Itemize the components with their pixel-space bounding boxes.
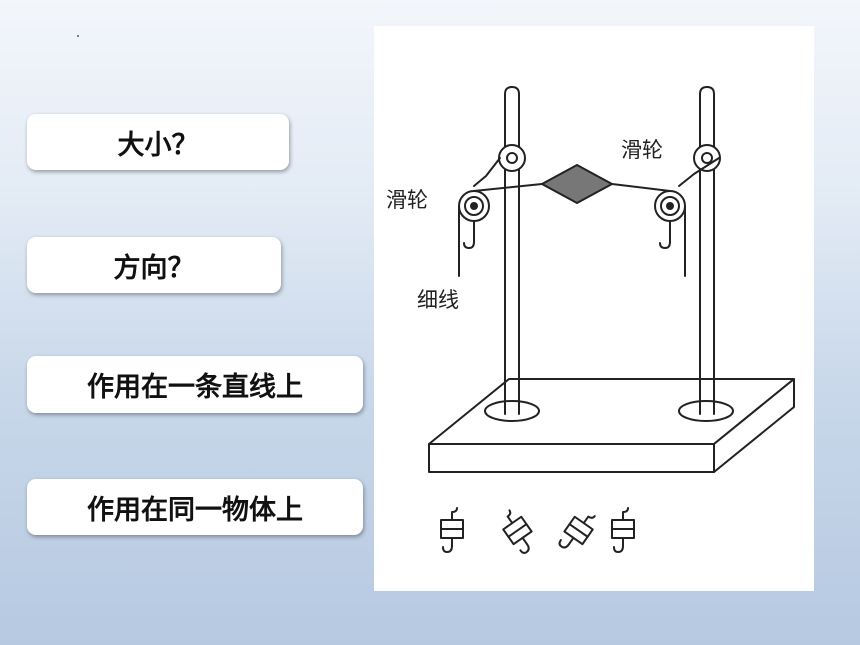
base-board [428,378,795,473]
experiment-diagram: 滑轮 滑轮 细线 [374,26,814,591]
left-stand-socket [484,400,540,422]
magnitude-question-box: 大小？ [27,114,289,170]
right-pulley [654,190,686,222]
same-line-condition-text: 作用在一条直线上 [87,372,303,403]
right-pulley-label: 滑轮 [621,138,663,162]
left-pulley-arm [473,157,501,187]
direction-question-text: 方向？ [113,252,195,284]
string-label: 细线 [417,288,459,312]
left-hook [463,231,475,249]
decorative-dot [77,35,79,37]
left-horizontal-string [473,183,543,192]
direction-question-box: 方向？ [27,237,281,293]
weight-4 [611,507,635,553]
right-pulley-arm [678,157,720,187]
left-rod [504,86,520,415]
left-clamp [498,144,526,172]
right-rod [699,86,715,415]
right-stand-socket [678,400,734,422]
weight-3 [558,515,596,549]
apparatus-drawing [428,86,795,554]
weight-2 [502,509,533,554]
same-object-condition-box: 作用在同一物体上 [27,479,363,535]
right-horizontal-string [611,183,671,192]
same-line-condition-box: 作用在一条直线上 [27,356,363,413]
right-clamp [693,144,721,172]
magnitude-question-text: 大小？ [117,129,199,161]
right-hook [659,231,671,249]
left-pulley [458,190,490,222]
same-object-condition-text: 作用在同一物体上 [87,494,303,526]
card-object [541,164,613,204]
left-pulley-label: 滑轮 [386,188,428,212]
weight-1 [440,507,464,553]
